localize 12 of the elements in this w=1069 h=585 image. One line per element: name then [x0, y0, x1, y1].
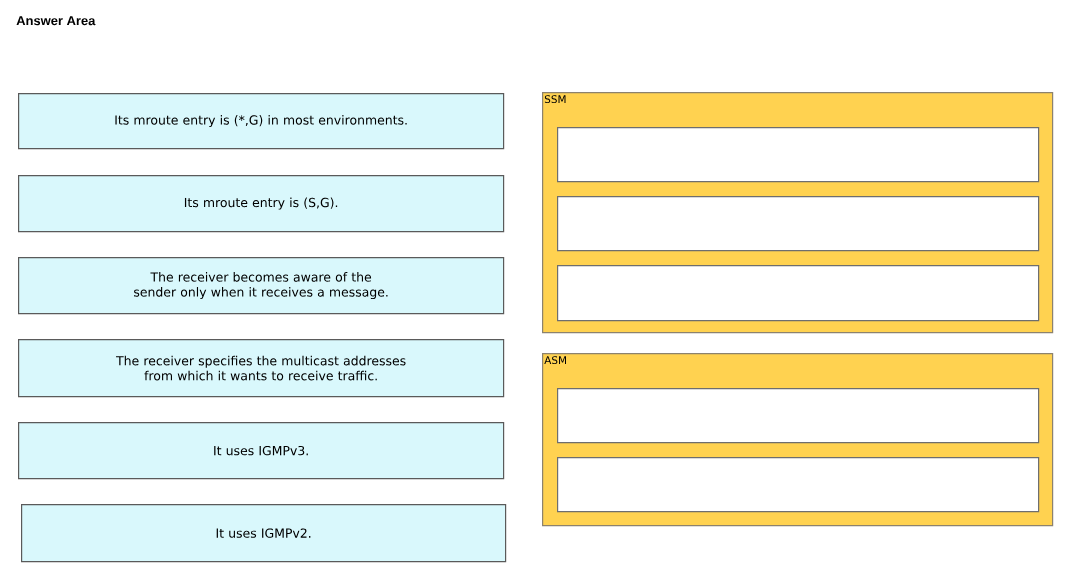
drop-target-box [557, 457, 1040, 513]
answer-option-box: It uses IGMPv3. [18, 422, 505, 480]
answer-option-box: The receiver becomes aware of the sender only when it receives a message. [18, 257, 505, 315]
drop-target-box [557, 196, 1040, 252]
drop-target-box [557, 388, 1040, 444]
drop-target-box [557, 127, 1040, 183]
answer-option-box: Its mroute entry is (S,G). [18, 175, 505, 233]
answer-option-box: Its mroute entry is (*,G) in most environments. [18, 93, 505, 150]
answer-option-box: It uses IGMPv2. [21, 504, 507, 563]
drop-target-box [557, 265, 1040, 322]
title: Answer Area [16, 16, 96, 26]
answer-option-box: The receiver specifies the multicast addresses from which it wants to receive traffic. [18, 339, 505, 398]
